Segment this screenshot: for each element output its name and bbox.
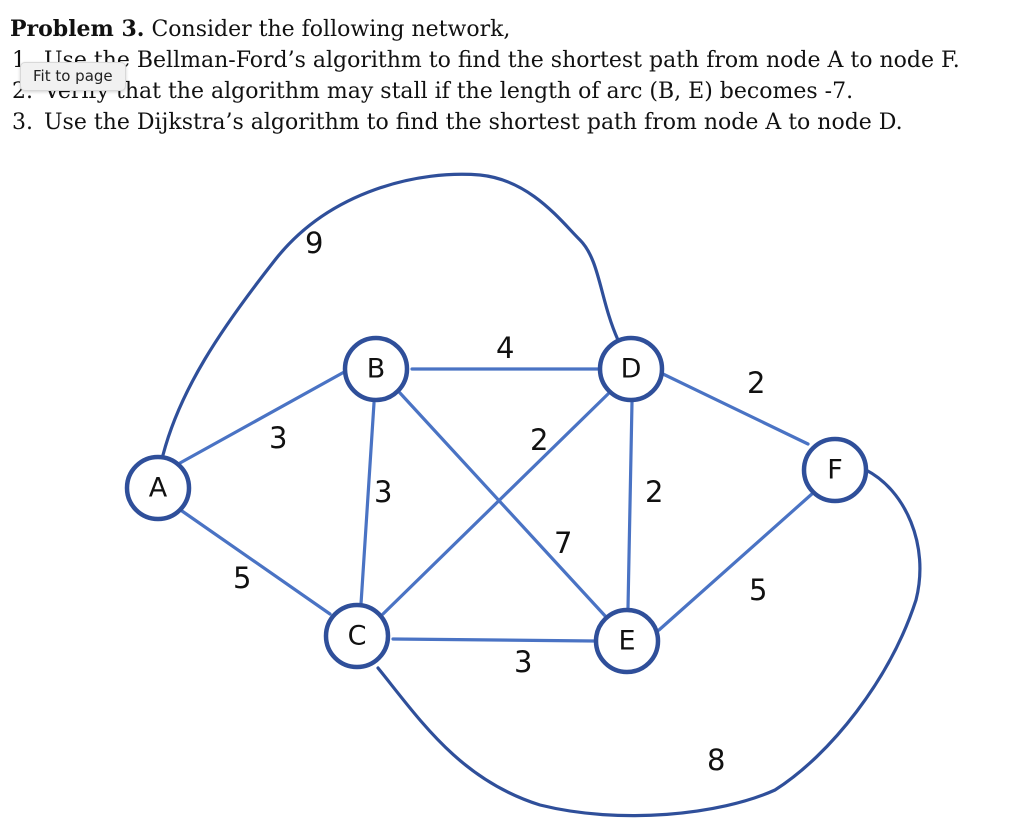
question-list: Use the Bellman-Ford’s algorithm to find… — [10, 45, 1014, 138]
weight-d-f: 2 — [747, 366, 765, 400]
edge-weights: 9 4 2 3 2 3 2 7 5 5 3 8 — [233, 226, 767, 777]
question-2: Verify that the algorithm may stall if t… — [40, 76, 1014, 107]
node-f: F — [801, 436, 869, 504]
node-f-label: F — [827, 455, 843, 486]
problem-heading: Problem 3. Consider the following networ… — [10, 14, 1014, 45]
weight-a-c: 5 — [233, 561, 251, 595]
weight-b-d: 4 — [496, 331, 514, 365]
edge-b-e — [398, 391, 609, 620]
weight-b-c: 3 — [374, 475, 392, 509]
node-b-label: B — [367, 354, 386, 385]
edge-d-f — [661, 372, 810, 446]
weight-e-f: 5 — [749, 573, 767, 607]
weight-c-e: 3 — [514, 645, 532, 679]
edge-d-e — [626, 400, 634, 610]
weight-a-b: 3 — [269, 421, 287, 455]
edge-a-d — [161, 172, 620, 457]
weight-d-e: 2 — [645, 475, 663, 509]
node-e: E — [593, 607, 661, 675]
node-e-label: E — [618, 626, 635, 657]
node-a: A — [124, 454, 192, 522]
question-3: Use the Dijkstra’s algorithm to find the… — [40, 107, 1014, 138]
problem-intro: Consider the following network, — [151, 17, 511, 42]
edge-c-e — [391, 637, 596, 643]
weight-b-e: 7 — [554, 526, 572, 560]
weight-a-d: 9 — [305, 226, 323, 260]
edge-a-b — [178, 369, 348, 465]
edge-e-f — [657, 491, 815, 632]
question-1: Use the Bellman-Ford’s algorithm to find… — [40, 45, 1014, 76]
fit-to-page-tooltip[interactable]: Fit to page — [20, 62, 126, 91]
node-c-label: C — [348, 621, 367, 652]
edge-c-d — [381, 392, 610, 616]
nodes: A B C D E F — [124, 335, 869, 675]
edge-c-f — [376, 468, 922, 818]
edges — [161, 172, 922, 818]
node-c: C — [323, 602, 391, 670]
node-d: D — [597, 335, 665, 403]
problem-statement: Problem 3. Consider the following networ… — [10, 14, 1014, 138]
edge-b-c — [359, 401, 376, 606]
weight-c-f: 8 — [707, 743, 725, 777]
node-d-label: D — [621, 354, 642, 385]
node-a-label: A — [149, 473, 168, 504]
weight-c-d: 2 — [530, 423, 548, 457]
edge-a-c — [180, 509, 332, 616]
problem-number: Problem 3. — [10, 16, 145, 42]
node-b: B — [342, 335, 410, 403]
